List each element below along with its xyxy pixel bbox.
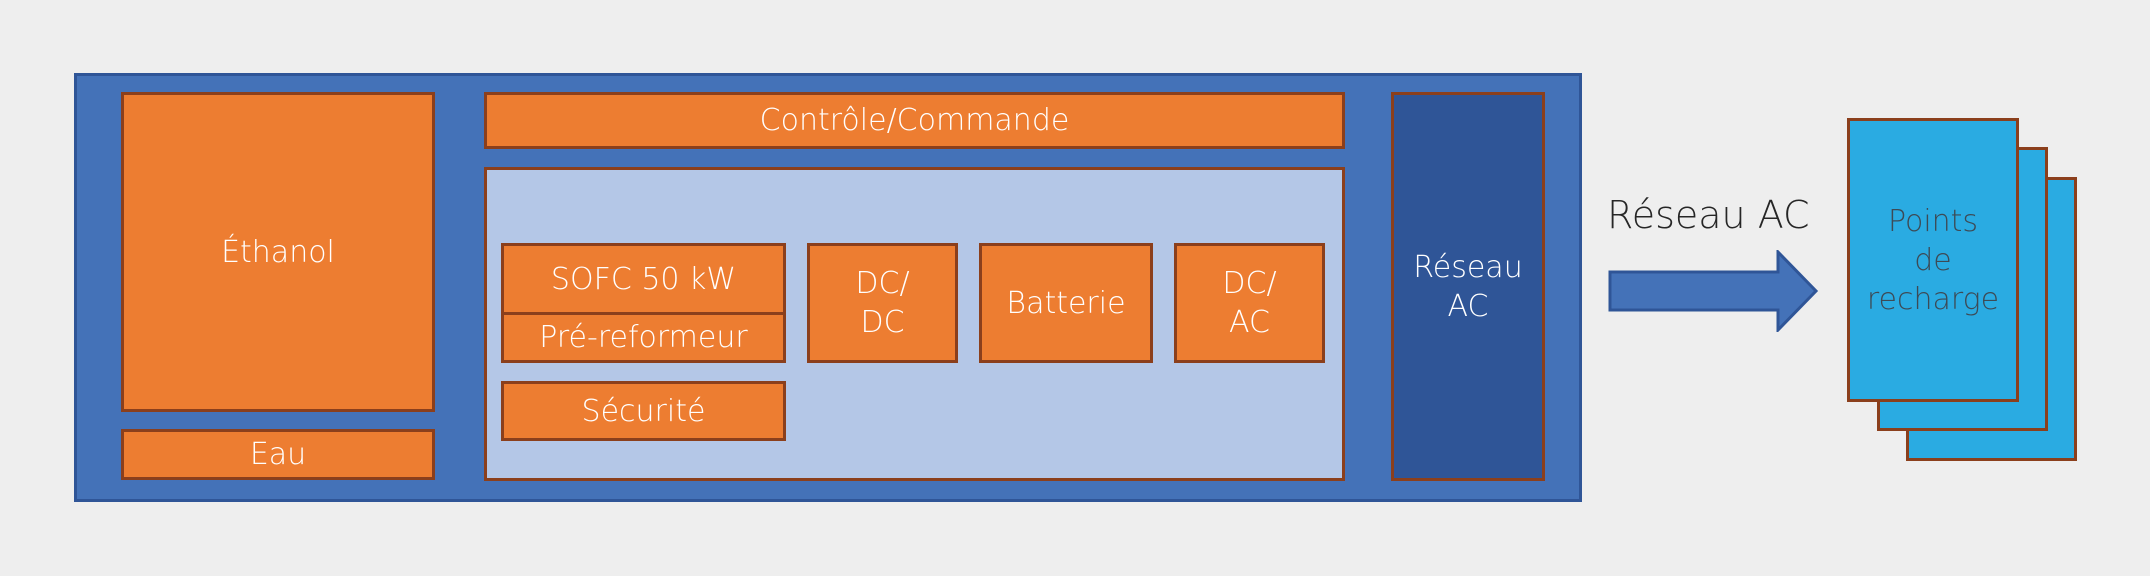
reseau-ac-label-line2: AC xyxy=(1447,288,1489,324)
securite-label: Sécurité xyxy=(581,393,706,429)
eau-block: Eau xyxy=(121,429,435,480)
eau-label: Eau xyxy=(249,437,307,472)
pre-reformeur-block: Pré-reformeur xyxy=(501,312,786,363)
controle-commande-label: Contrôle/Commande xyxy=(759,103,1070,138)
dcdc-block: DC/ DC xyxy=(807,243,958,363)
batterie-block: Batterie xyxy=(979,243,1153,363)
ethanol-label: Éthanol xyxy=(221,234,335,270)
charge-points-label-line3: recharge xyxy=(1866,281,2000,317)
batterie-label: Batterie xyxy=(1006,285,1126,321)
securite-block: Sécurité xyxy=(501,381,786,441)
dcdc-label-line1: DC/ xyxy=(855,266,910,301)
ethanol-block: Éthanol xyxy=(121,92,435,412)
charge-points-label-line1: Points xyxy=(1887,203,1979,239)
dcac-label-line1: DC/ xyxy=(1222,266,1277,301)
sofc-block: SOFC 50 kW xyxy=(501,243,786,315)
charge-point-card-front: Points de recharge xyxy=(1847,118,2019,402)
reseau-ac-block: Réseau AC xyxy=(1391,92,1545,481)
reseau-ac-label-line1: Réseau xyxy=(1413,249,1523,285)
controle-commande-block: Contrôle/Commande xyxy=(484,92,1345,149)
sofc-label: SOFC 50 kW xyxy=(550,261,737,297)
dcdc-label-line2: DC xyxy=(860,305,905,340)
charge-points-label-line2: de xyxy=(1914,242,1952,278)
arrow-label: Réseau AC xyxy=(1607,193,1810,237)
right-arrow-icon xyxy=(1608,250,1819,332)
pre-reformeur-label: Pré-reformeur xyxy=(539,320,748,355)
dcac-label-line2: AC xyxy=(1229,305,1270,340)
dcac-block: DC/ AC xyxy=(1174,243,1325,363)
